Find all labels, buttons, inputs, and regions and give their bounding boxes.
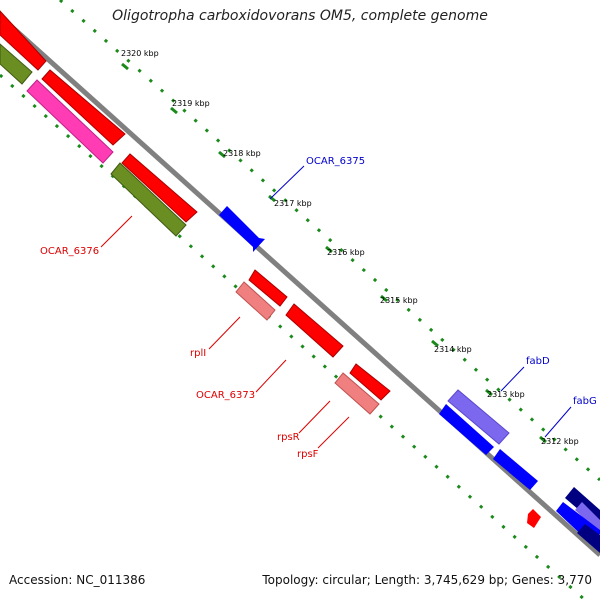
gene-navy-lower [577,524,600,553]
label-rpli[interactable]: rplI [190,348,206,359]
backbone-line [0,16,600,557]
gene-magenta [26,79,114,164]
tick-label-2315: 2315 kbp [380,296,418,305]
tick-label-2316: 2316 kbp [327,248,365,257]
gene-red-long-1 [41,69,126,146]
gene-red-small [248,269,288,307]
tick-mark-2312 [539,435,547,444]
tick-marks [121,62,547,444]
tick-mark-2313 [485,388,493,397]
genome-backbone [0,16,600,557]
inner-dotted-track [0,73,587,602]
gene-blue-lower-1 [439,404,494,455]
gene-ocar-6373[interactable] [285,303,344,358]
label-fabg[interactable]: fabG [573,396,597,407]
gene-red-long-2 [121,153,198,223]
label-ocar-6373[interactable]: OCAR_6373 [196,390,255,401]
tick-labels: 2320 kbp 2319 kbp 2318 kbp 2317 kbp 2316… [121,49,579,446]
gene-ocar-6376[interactable] [110,162,187,237]
gene-rpsr[interactable] [349,363,391,401]
leader-ocar-6375 [269,165,305,200]
gene-olive-topleft [0,43,33,85]
gene-red-topleft-1 [0,10,47,71]
label-ocar-6375[interactable]: OCAR_6375 [306,156,365,167]
tick-label-2312: 2312 kbp [541,437,579,446]
tick-mark-2320 [121,62,129,71]
label-fabd[interactable]: fabD [526,356,550,367]
outer-dotted-track [59,0,600,482]
gene-labels: OCAR_6375 fabD fabG OCAR_6376 rplI OCAR_… [40,156,597,460]
label-ocar-6376[interactable]: OCAR_6376 [40,246,99,257]
tick-label-2317: 2317 kbp [274,199,312,208]
leader-ocar-6376 [100,215,133,248]
gene-rpsf[interactable] [334,372,380,415]
gene-red-tiny [527,509,541,528]
tick-mark-2318 [218,150,226,159]
tick-label-2314: 2314 kbp [434,345,472,354]
gene-blue-lower-2 [493,449,538,490]
leader-fabg [544,406,572,438]
leader-ocar-6373 [255,359,287,393]
leader-rpsf [317,416,350,449]
map-title: Oligotropha carboxidovorans OM5, complet… [112,8,488,24]
gene-fabg-shadow [575,502,600,533]
plus-strand-features [219,206,600,533]
tick-mark-2314 [431,339,439,348]
topology-text: Topology: circular; Length: 3,745,629 bp… [262,573,592,587]
label-rpsf[interactable]: rpsF [297,449,319,460]
minus-strand-features [0,10,600,553]
accession-text: Accession: NC_011386 [9,573,146,587]
leader-rpli [208,316,241,350]
leader-rpsr [298,400,331,434]
tick-label-2319: 2319 kbp [172,99,210,108]
gene-fabd[interactable] [447,389,510,445]
tick-label-2320: 2320 kbp [121,49,159,58]
gene-ocar-6375[interactable] [219,206,265,252]
tick-label-2318: 2318 kbp [223,149,261,158]
leader-fabd [500,366,525,392]
tick-mark-2316 [325,245,333,254]
tick-mark-2315 [380,294,388,303]
tick-label-2313: 2313 kbp [487,390,525,399]
tick-mark-2319 [170,106,178,115]
label-rpsr[interactable]: rpsR [277,432,300,443]
gene-rpli[interactable] [235,281,276,321]
tick-mark-2317 [268,194,276,203]
